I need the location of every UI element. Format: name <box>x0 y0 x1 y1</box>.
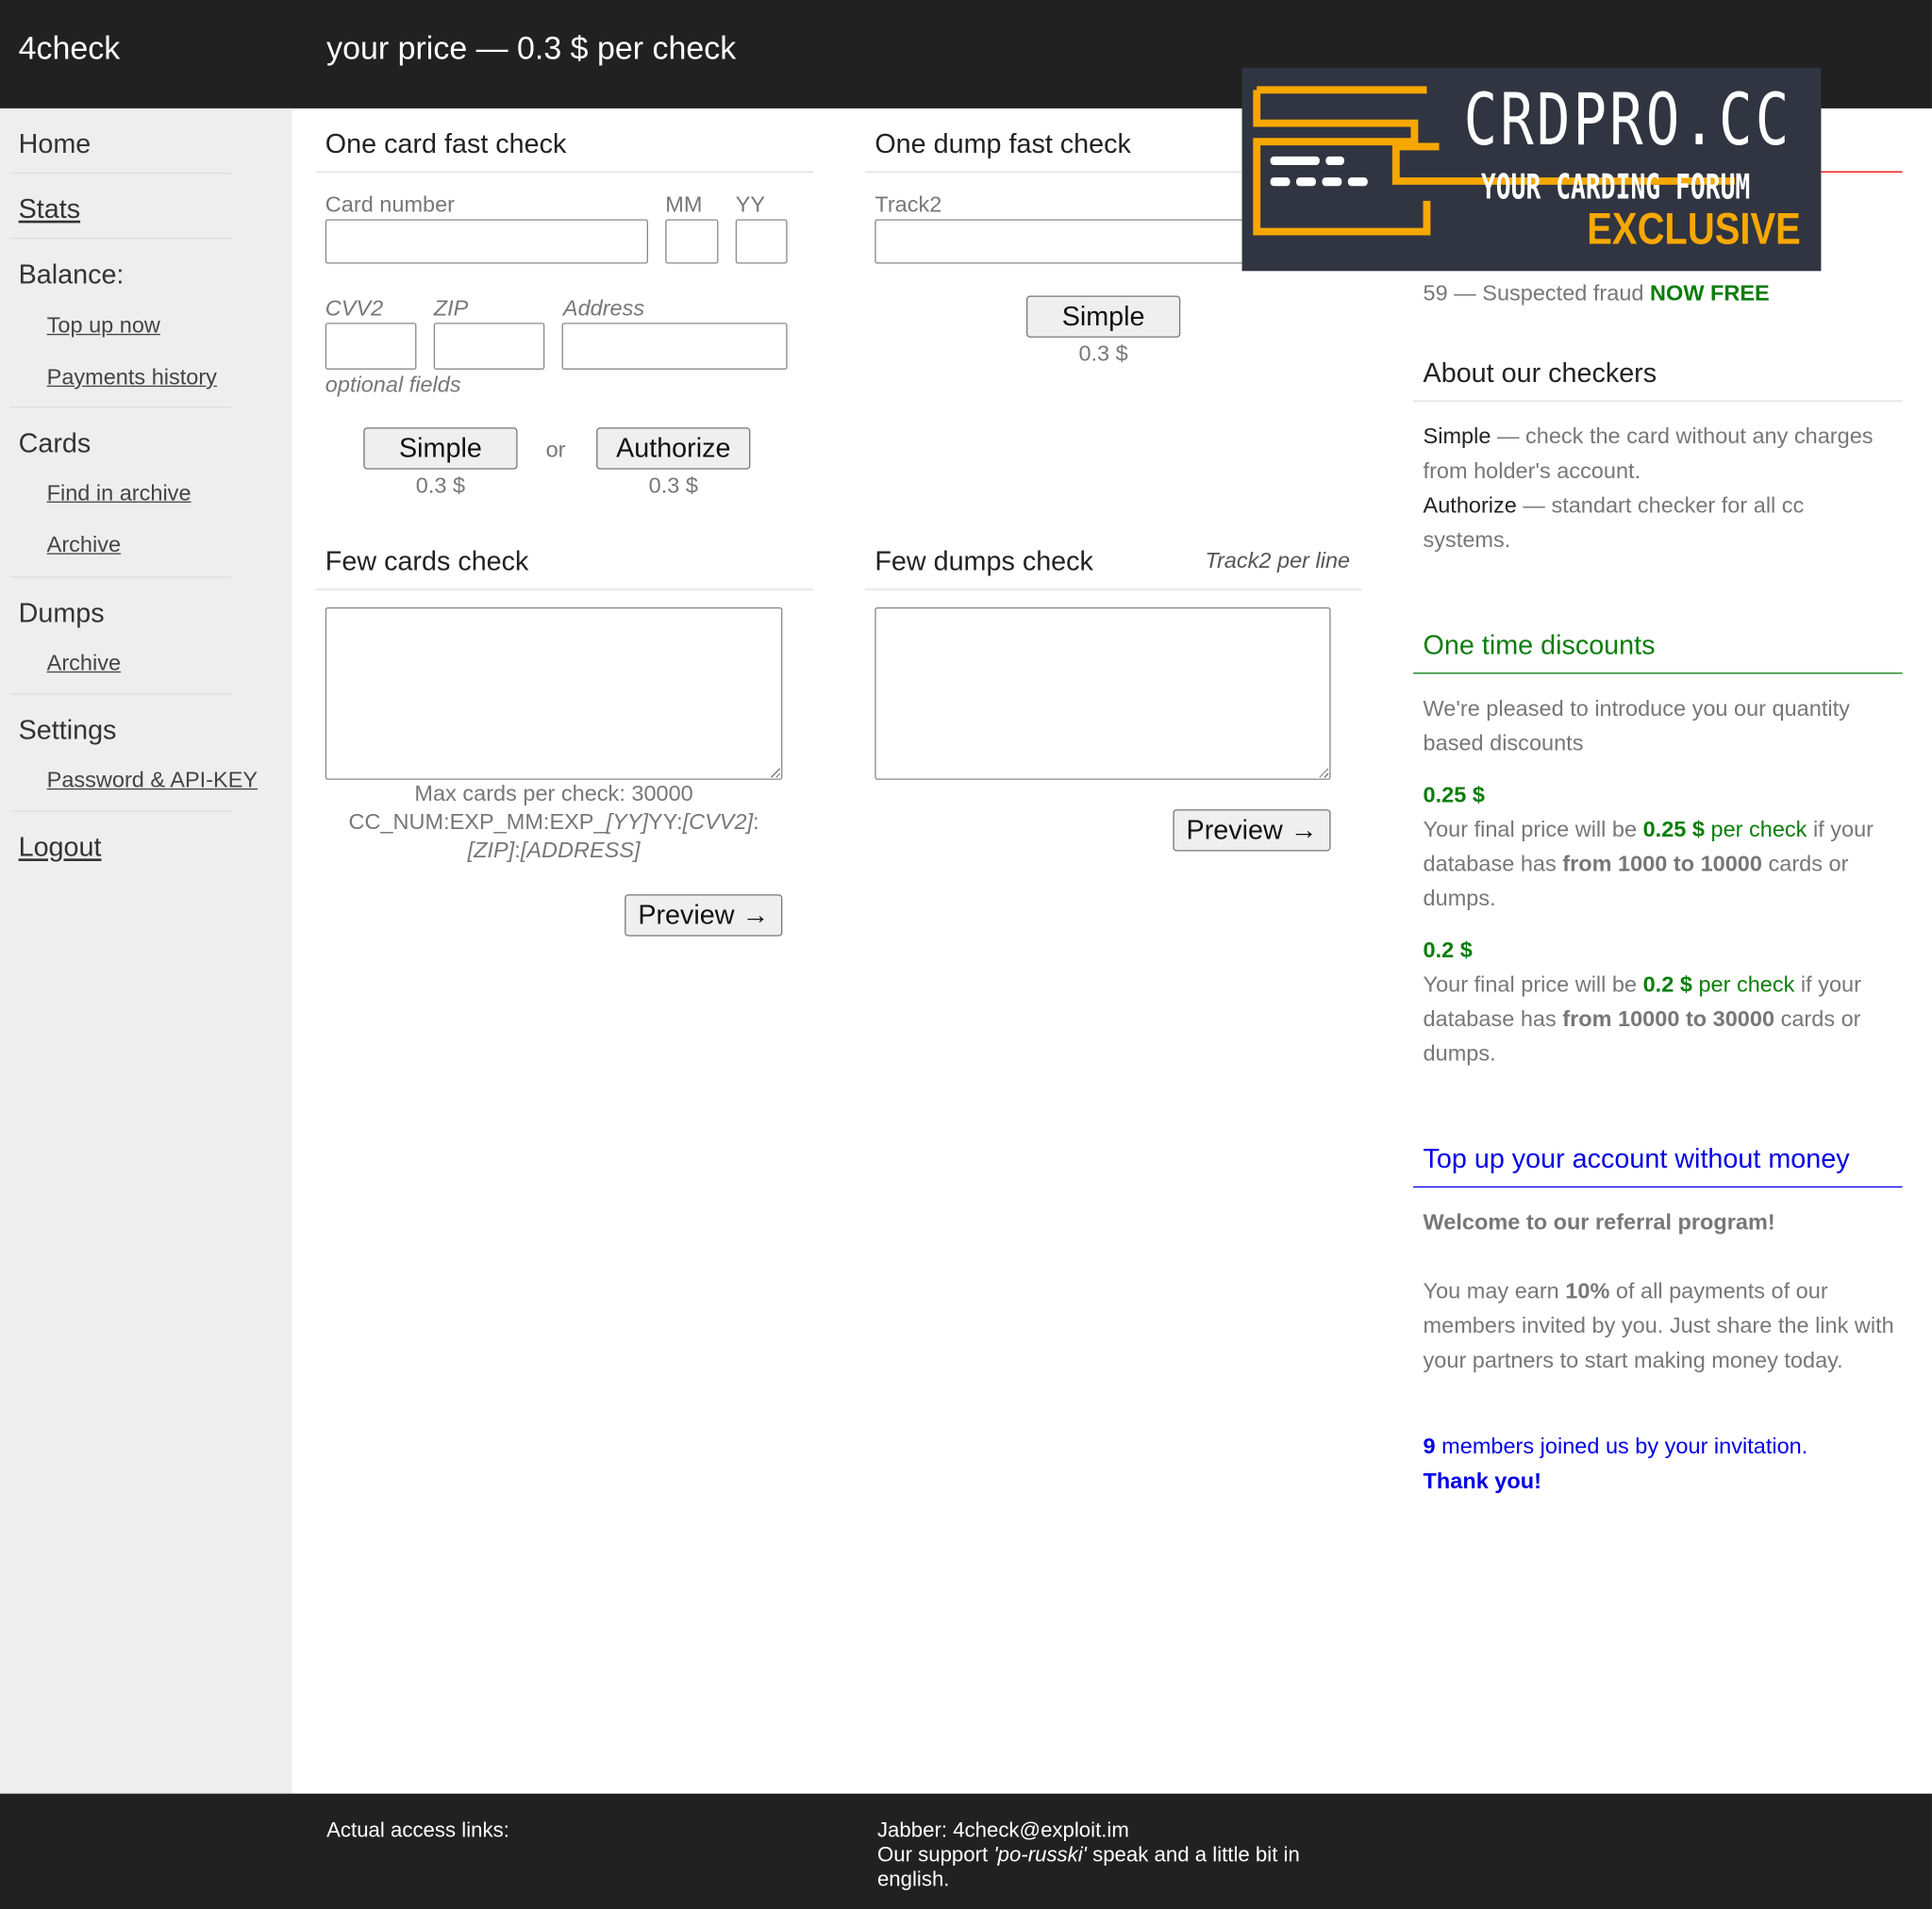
banner-tag: EXCLUSIVE <box>1587 203 1801 255</box>
sidebar: Home Stats Balance: Top up now Payments … <box>0 108 292 1794</box>
track2-label: Track2 <box>874 191 942 217</box>
card-number-input[interactable] <box>325 219 649 264</box>
card-logo-icon <box>1253 86 1735 236</box>
divider <box>864 171 1362 173</box>
dump-simple-button[interactable]: Simple <box>1025 295 1181 338</box>
card-check-title: One card fast check <box>325 127 567 159</box>
few-cards-title: Few cards check <box>325 545 529 577</box>
card-simple-button[interactable]: Simple <box>363 427 518 470</box>
nav-dumps-heading: Dumps <box>18 597 105 629</box>
discounts-intro: We're pleased to introduce you our quant… <box>1423 695 1850 755</box>
discount-2-text: Your final price will be 0.2 $ per check… <box>1423 971 1861 1066</box>
few-dumps-hint: Track2 per line <box>1205 548 1351 573</box>
price-info: your price — 0.3 $ per check <box>326 29 737 67</box>
site-logo[interactable]: 4check <box>18 29 121 67</box>
nav-cards-heading: Cards <box>18 427 92 458</box>
divider <box>315 171 814 173</box>
cvv2-label: CVV2 <box>325 295 384 321</box>
divider <box>9 576 232 578</box>
discount-1-text: Your final price will be 0.25 $ per chec… <box>1423 816 1874 911</box>
discount-1-price: 0.25 $ <box>1423 782 1485 807</box>
simple-cost: 0.3 $ <box>415 473 466 498</box>
discounts-title: One time discounts <box>1423 629 1656 661</box>
nav-balance-heading: Balance: <box>18 258 125 290</box>
mm-label: MM <box>665 191 703 217</box>
nav-home[interactable]: Home <box>18 127 92 159</box>
card-authorize-button[interactable]: Authorize <box>596 427 751 470</box>
nav-payments-history[interactable]: Payments history <box>46 364 217 390</box>
support-language-note: Our support 'po-russki' speak and a litt… <box>876 1842 1300 1891</box>
dump-check-title: One dump fast check <box>874 127 1131 159</box>
zip-input[interactable] <box>433 323 545 370</box>
or-label: or <box>545 437 566 462</box>
nav-logout[interactable]: Logout <box>18 831 102 863</box>
referral-title: Top up your account without money <box>1423 1143 1850 1174</box>
authorize-cost: 0.3 $ <box>648 473 698 498</box>
few-cards-preview-button[interactable]: Preview → <box>625 894 783 937</box>
yy-label: YY <box>735 191 766 217</box>
divider <box>9 238 232 240</box>
support-info: Jabber: 4check@exploit.im Our support 'p… <box>877 1818 1321 1892</box>
max-cards-text: Max cards per check: 30000 <box>414 781 693 806</box>
footer: Actual access links: Jabber: 4check@expl… <box>0 1793 1932 1909</box>
zip-label: ZIP <box>433 295 469 321</box>
few-cards-textarea[interactable] <box>325 606 783 780</box>
divider <box>9 810 232 812</box>
referral-welcome: Welcome to our referral program! <box>1423 1209 1775 1235</box>
yy-input[interactable] <box>735 219 788 264</box>
fraud-line: 59 — Suspected fraud NOW FREE <box>1423 280 1770 306</box>
discount-2-price: 0.2 $ <box>1423 937 1473 963</box>
jabber-contact: Jabber: 4check@exploit.im <box>876 1818 1129 1842</box>
few-dumps-preview-button[interactable]: Preview → <box>1173 809 1331 852</box>
access-links-label: Actual access links: <box>326 1818 509 1842</box>
top-header: 4check your price — 0.3 $ per check <box>0 0 1932 108</box>
nav-password-api[interactable]: Password & API-KEY <box>46 767 258 792</box>
cvv2-input[interactable] <box>325 323 417 370</box>
about-checkers-text: Simple — check the card without any char… <box>1423 423 1874 553</box>
address-label: Address <box>562 295 645 321</box>
nav-stats[interactable]: Stats <box>18 193 81 224</box>
referral-text: You may earn 10% of all payments of our … <box>1423 1278 1894 1372</box>
format-text: CC_NUM:EXP_MM:EXP_[YY]YY:[CVV2]:[ZIP]:[A… <box>348 809 759 863</box>
divider <box>1413 672 1903 674</box>
few-dumps-textarea[interactable] <box>874 606 1331 780</box>
crdpro-banner-ad[interactable]: CRDPRO.CC YOUR CARDING FORUM EXCLUSIVE <box>1241 67 1822 272</box>
few-cards-format-note: Max cards per check: 30000 CC_NUM:EXP_MM… <box>325 780 783 865</box>
nav-dumps-archive[interactable]: Archive <box>46 650 122 675</box>
address-input[interactable] <box>561 323 788 370</box>
banner-subtitle: YOUR CARDING FORUM <box>1480 166 1751 208</box>
nav-settings-heading: Settings <box>18 714 117 746</box>
mm-input[interactable] <box>665 219 719 264</box>
referral-count: 9 members joined us by your invitation.T… <box>1423 1434 1808 1493</box>
optional-fields-note: optional fields <box>325 372 461 397</box>
nav-find-in-archive[interactable]: Find in archive <box>46 480 192 506</box>
about-title: About our checkers <box>1423 357 1657 389</box>
card-number-label: Card number <box>325 191 456 217</box>
nav-top-up[interactable]: Top up now <box>46 312 160 338</box>
banner-title: CRDPRO.CC <box>1463 77 1792 162</box>
few-dumps-title: Few dumps check <box>874 545 1093 577</box>
nav-cards-archive[interactable]: Archive <box>46 532 122 557</box>
dump-simple-cost: 0.3 $ <box>1078 340 1128 366</box>
divider <box>9 693 232 695</box>
divider <box>9 172 232 174</box>
divider <box>1413 400 1903 402</box>
